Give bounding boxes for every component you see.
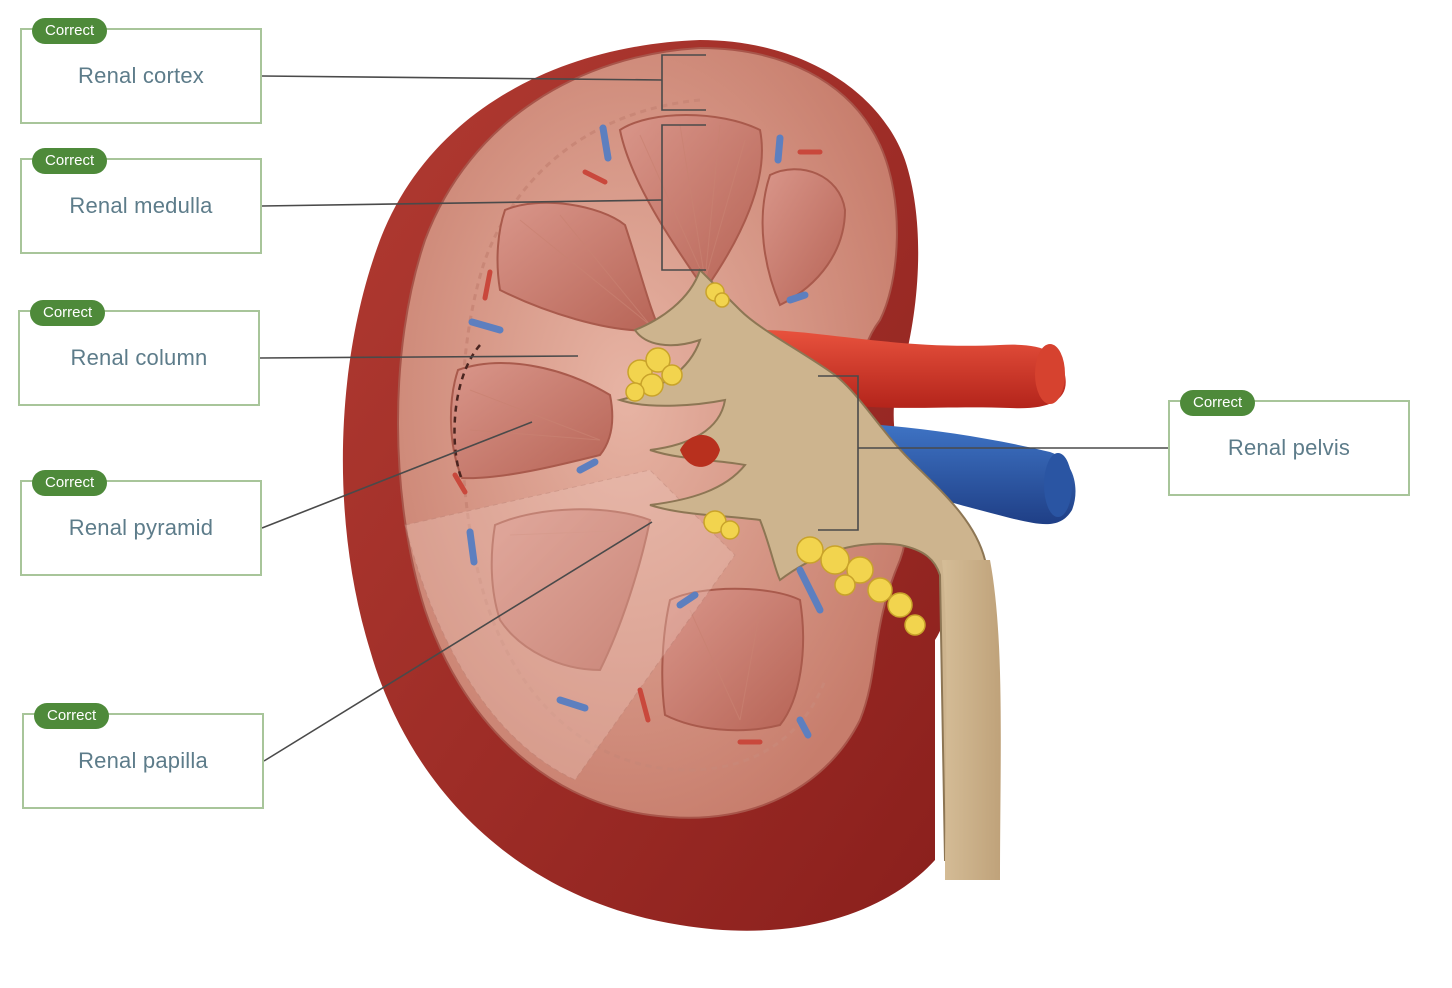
- correct-badge: Correct: [34, 703, 110, 729]
- label-text: Renal column: [70, 345, 208, 370]
- correct-badge: Correct: [32, 18, 108, 44]
- ureter: [942, 560, 1001, 880]
- label-text: Renal pelvis: [1227, 435, 1351, 460]
- correct-badge: Correct: [32, 148, 108, 174]
- small-vessels: [452, 124, 824, 745]
- correct-badge: Correct: [30, 300, 106, 326]
- label-box-renal-papilla[interactable]: Correct Renal papilla: [22, 703, 264, 809]
- leader-lines: [259, 54, 1168, 762]
- label-box-renal-cortex[interactable]: Correct Renal cortex: [20, 18, 262, 124]
- label-text: Renal papilla: [78, 748, 208, 773]
- label-text: Renal medulla: [69, 193, 213, 218]
- label-box-renal-column[interactable]: Correct Renal column: [18, 300, 260, 406]
- label-text: Renal cortex: [78, 63, 204, 88]
- label-box-renal-pyramid[interactable]: Correct Renal pyramid: [20, 470, 262, 576]
- label-text: Renal pyramid: [68, 515, 214, 540]
- correct-badge: Correct: [1180, 390, 1256, 416]
- label-box-renal-pelvis[interactable]: Correct Renal pelvis: [1168, 390, 1410, 496]
- label-box-renal-medulla[interactable]: Correct Renal medulla: [20, 148, 262, 254]
- renal-vein: [880, 425, 1076, 525]
- correct-badge: Correct: [32, 470, 108, 496]
- fat-deposits: [625, 282, 926, 636]
